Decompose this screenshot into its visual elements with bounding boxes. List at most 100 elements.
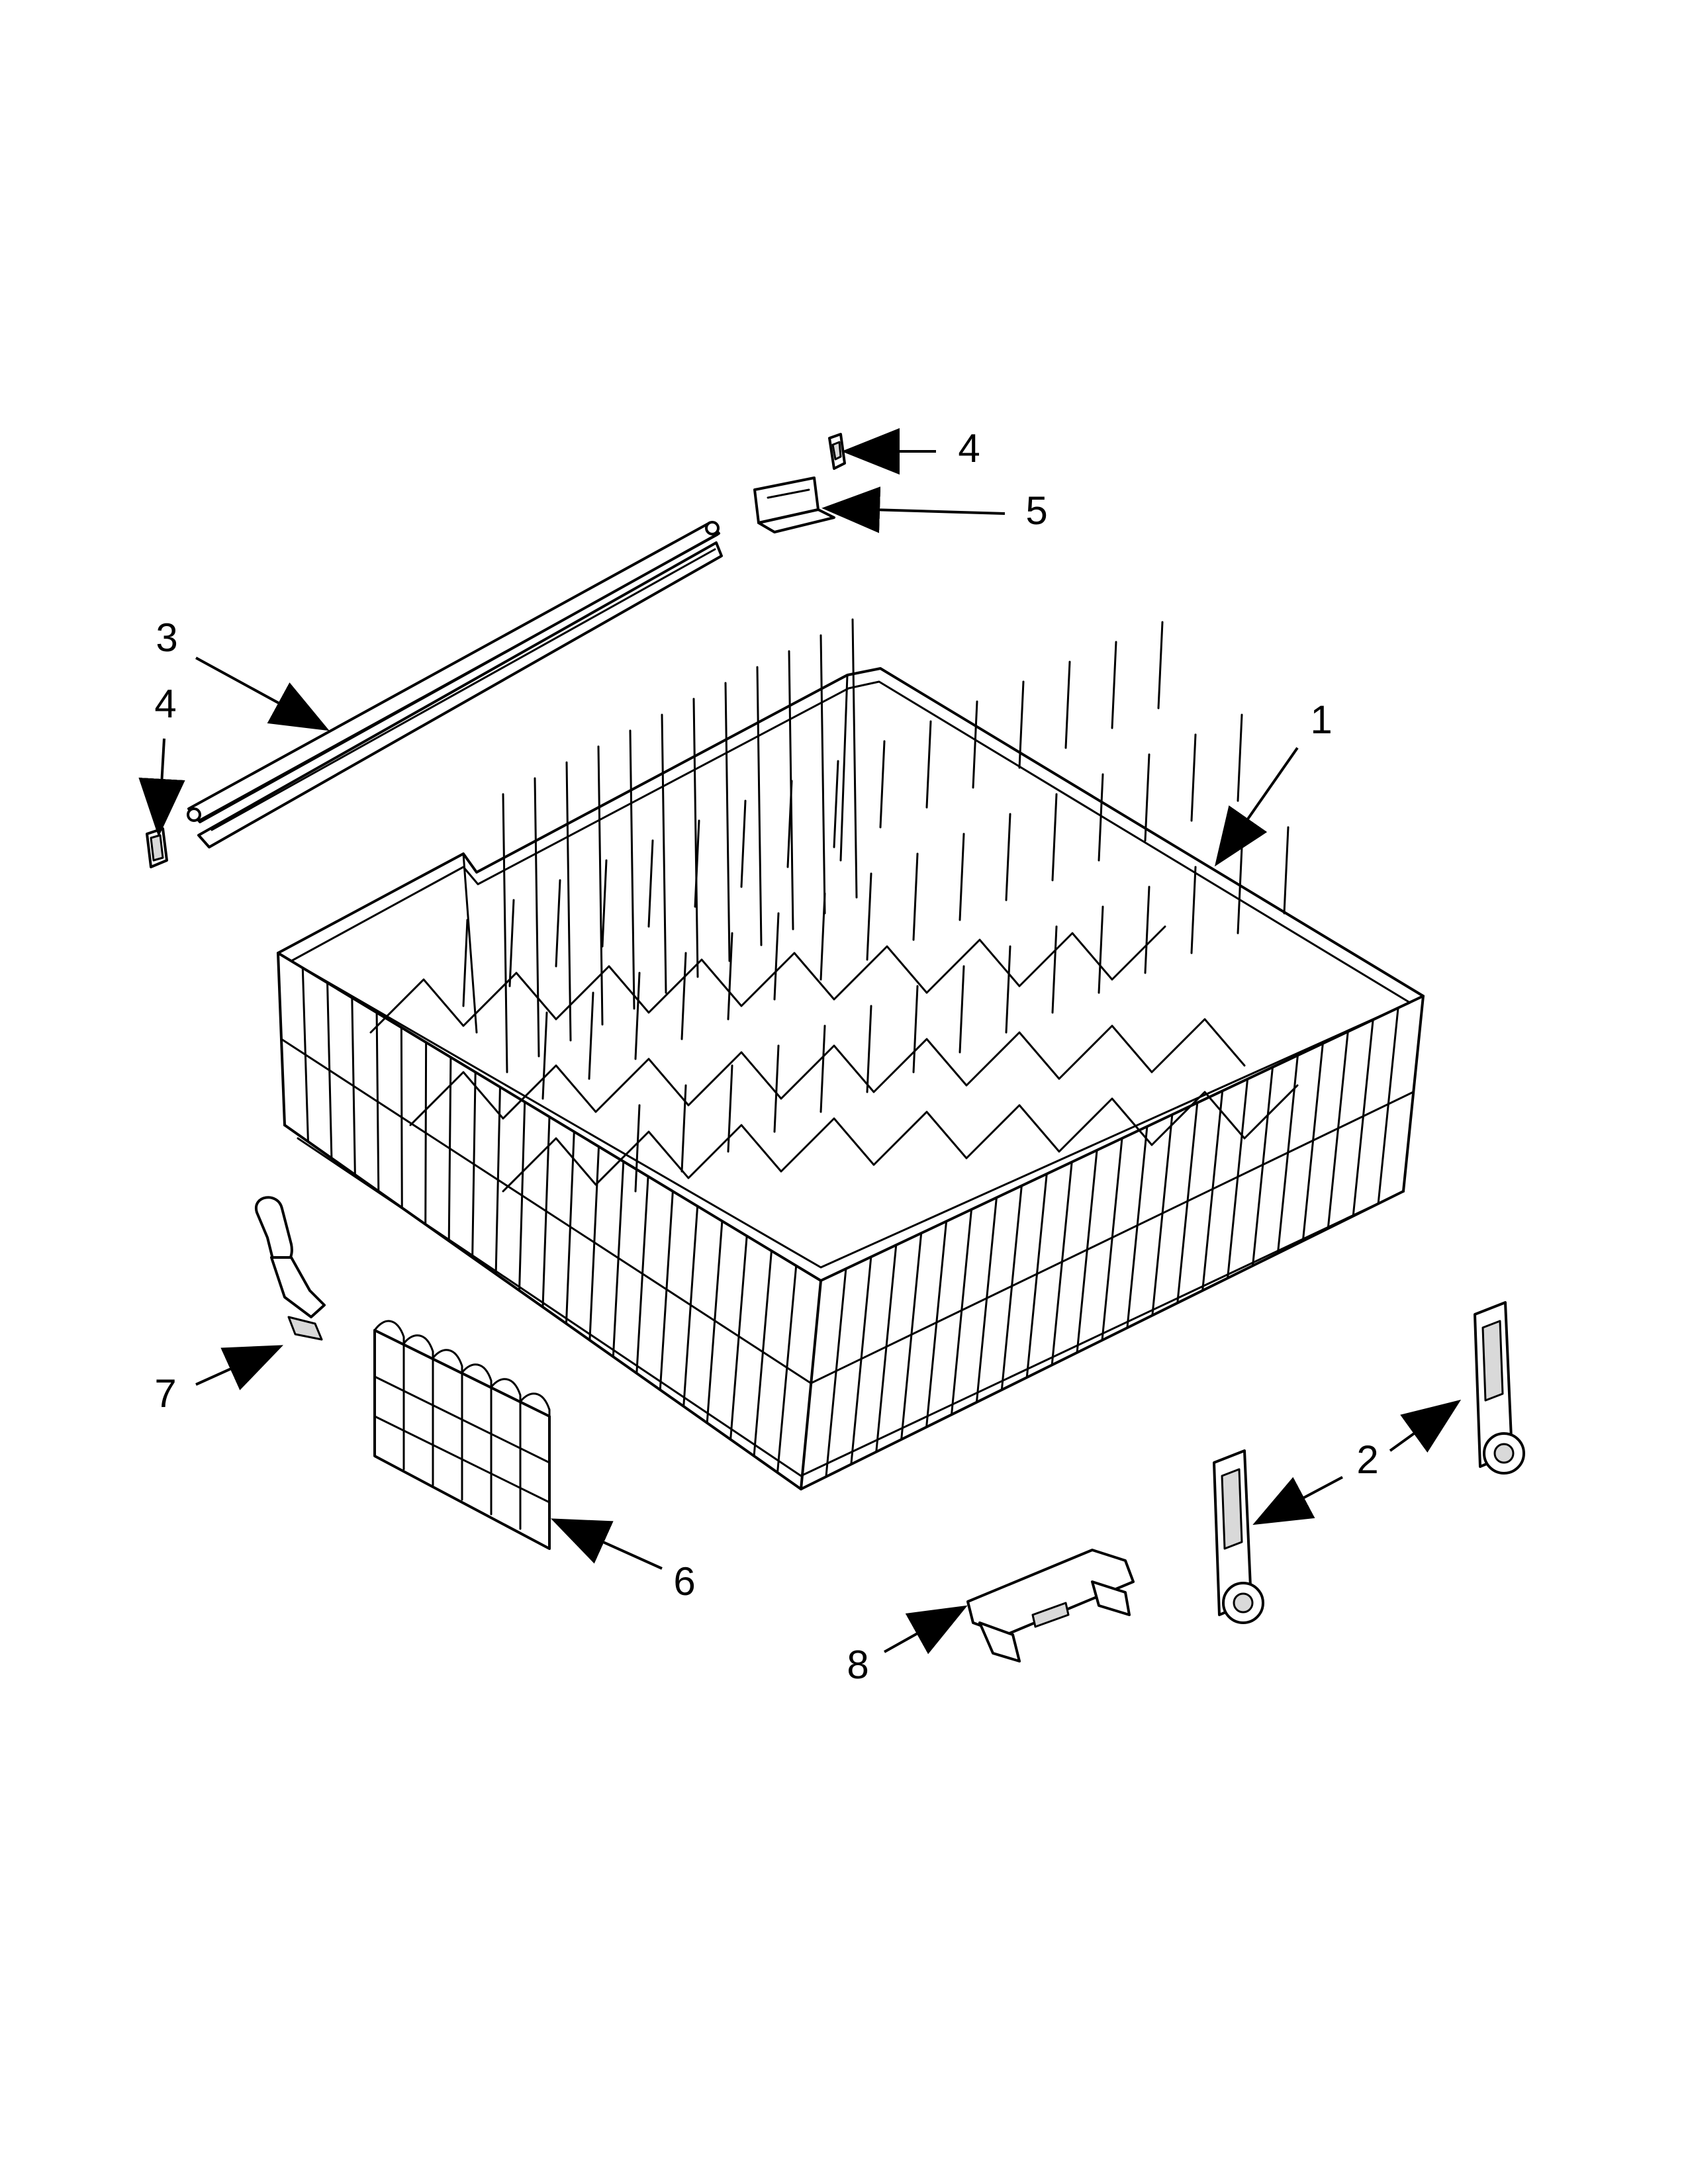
basket-tine bbox=[972, 700, 978, 789]
basket-wire bbox=[597, 745, 604, 1026]
basket-tine bbox=[634, 972, 641, 1060]
basket-wire bbox=[659, 1190, 674, 1391]
basket-tine bbox=[866, 1005, 872, 1093]
leader-2-left bbox=[1252, 1476, 1343, 1525]
basket-wire bbox=[534, 777, 540, 1058]
basket-wire bbox=[1025, 1173, 1048, 1379]
basket-tine bbox=[647, 839, 654, 928]
basket-tine bbox=[634, 1104, 641, 1193]
callout-4-top-label: 4 bbox=[958, 426, 980, 471]
basket-tine bbox=[1098, 773, 1104, 862]
basket-wire bbox=[682, 1205, 699, 1408]
basket-wire bbox=[825, 1267, 847, 1478]
basket-wire bbox=[1051, 1161, 1073, 1366]
leader-2-right bbox=[1389, 1399, 1462, 1453]
basket-wire bbox=[629, 729, 635, 1010]
callout-4-left-label: 4 bbox=[154, 682, 176, 726]
basket-tine bbox=[462, 919, 469, 1007]
basket-tine bbox=[1064, 660, 1071, 749]
basket-wire bbox=[951, 1208, 972, 1416]
basket-tine bbox=[1098, 905, 1104, 994]
basket-tine bbox=[1157, 621, 1164, 709]
basket-wire bbox=[850, 1255, 872, 1465]
basket-wire bbox=[875, 1244, 898, 1453]
fold-down-tine-row bbox=[373, 1320, 551, 1550]
basket-tine bbox=[1018, 680, 1025, 769]
callout-1-label: 1 bbox=[1310, 698, 1332, 742]
basket-wire bbox=[1076, 1149, 1098, 1354]
callout-5-label: 5 bbox=[1025, 488, 1047, 533]
basket-tine bbox=[1144, 753, 1150, 842]
basket-tine bbox=[1237, 846, 1243, 934]
rack-adjuster bbox=[254, 1196, 326, 1341]
basket-tine bbox=[680, 1084, 687, 1173]
basket-tine bbox=[1051, 925, 1058, 1014]
basket-tine bbox=[912, 985, 919, 1073]
rack-roller-left bbox=[1213, 1449, 1264, 1624]
basket-wire bbox=[900, 1232, 923, 1441]
basket-tine bbox=[866, 872, 872, 961]
basket-wire bbox=[1151, 1113, 1174, 1316]
basket-tine bbox=[740, 799, 747, 888]
basket-wire bbox=[820, 634, 826, 915]
dishrack-basket bbox=[277, 618, 1425, 1490]
leader-lines bbox=[138, 428, 1462, 1655]
basket-tine bbox=[694, 819, 700, 908]
basket-tine bbox=[508, 899, 515, 987]
basket-tine bbox=[1283, 826, 1289, 915]
basket-tine bbox=[1190, 733, 1197, 822]
basket-tine bbox=[1144, 886, 1150, 974]
basket-tine bbox=[786, 780, 793, 868]
basket-wire bbox=[692, 698, 699, 978]
basket-tine bbox=[912, 852, 919, 941]
basket-tine bbox=[1051, 793, 1058, 882]
rack-track bbox=[187, 521, 723, 848]
leader-6 bbox=[550, 1518, 663, 1570]
basket-wire bbox=[1352, 1019, 1374, 1217]
basket-wire bbox=[729, 1235, 748, 1441]
basket-tine bbox=[1005, 945, 1011, 1034]
leader-4-left bbox=[138, 738, 185, 837]
basket-tine bbox=[601, 859, 608, 948]
leader-7 bbox=[195, 1345, 284, 1390]
basket-wire bbox=[1126, 1125, 1149, 1329]
basket-wire bbox=[1201, 1089, 1224, 1292]
track-stop-top bbox=[828, 433, 846, 470]
basket-wire bbox=[925, 1220, 948, 1428]
leader-8 bbox=[884, 1605, 968, 1655]
basket-wire bbox=[1101, 1137, 1123, 1342]
basket-wire bbox=[1227, 1077, 1249, 1279]
leader-5 bbox=[821, 486, 1006, 533]
basket-wire bbox=[706, 1220, 724, 1424]
basket-tine bbox=[925, 720, 932, 809]
basket-wire bbox=[1000, 1185, 1023, 1391]
basket-wire bbox=[975, 1197, 998, 1404]
basket-wire bbox=[851, 618, 858, 899]
basket-tine bbox=[1005, 813, 1011, 901]
basket-tine bbox=[1111, 641, 1117, 729]
basket-wire bbox=[502, 793, 508, 1073]
basket-tine bbox=[588, 991, 594, 1080]
basket-wire bbox=[1327, 1030, 1349, 1230]
basket-tine bbox=[820, 892, 826, 981]
basket-tine bbox=[1237, 713, 1243, 802]
basket-wire bbox=[1276, 1054, 1299, 1255]
callout-8-label: 8 bbox=[847, 1643, 868, 1687]
callout-6-label: 6 bbox=[673, 1559, 695, 1604]
basket-wire bbox=[1252, 1066, 1274, 1267]
basket-tine bbox=[959, 833, 965, 921]
basket-wire bbox=[1176, 1101, 1199, 1304]
basket-wire bbox=[756, 666, 763, 946]
basket-tine bbox=[727, 932, 733, 1021]
leader-3 bbox=[195, 657, 330, 731]
basket-wire bbox=[776, 1265, 798, 1474]
basket-wire bbox=[661, 713, 667, 994]
leader-1 bbox=[1214, 747, 1299, 867]
callout-7-label: 7 bbox=[154, 1371, 176, 1416]
basket-tine bbox=[773, 1044, 780, 1133]
basket-tine bbox=[879, 740, 886, 829]
basket-tine bbox=[680, 952, 687, 1040]
basket-wire bbox=[724, 682, 731, 962]
basket-wire bbox=[565, 761, 572, 1042]
